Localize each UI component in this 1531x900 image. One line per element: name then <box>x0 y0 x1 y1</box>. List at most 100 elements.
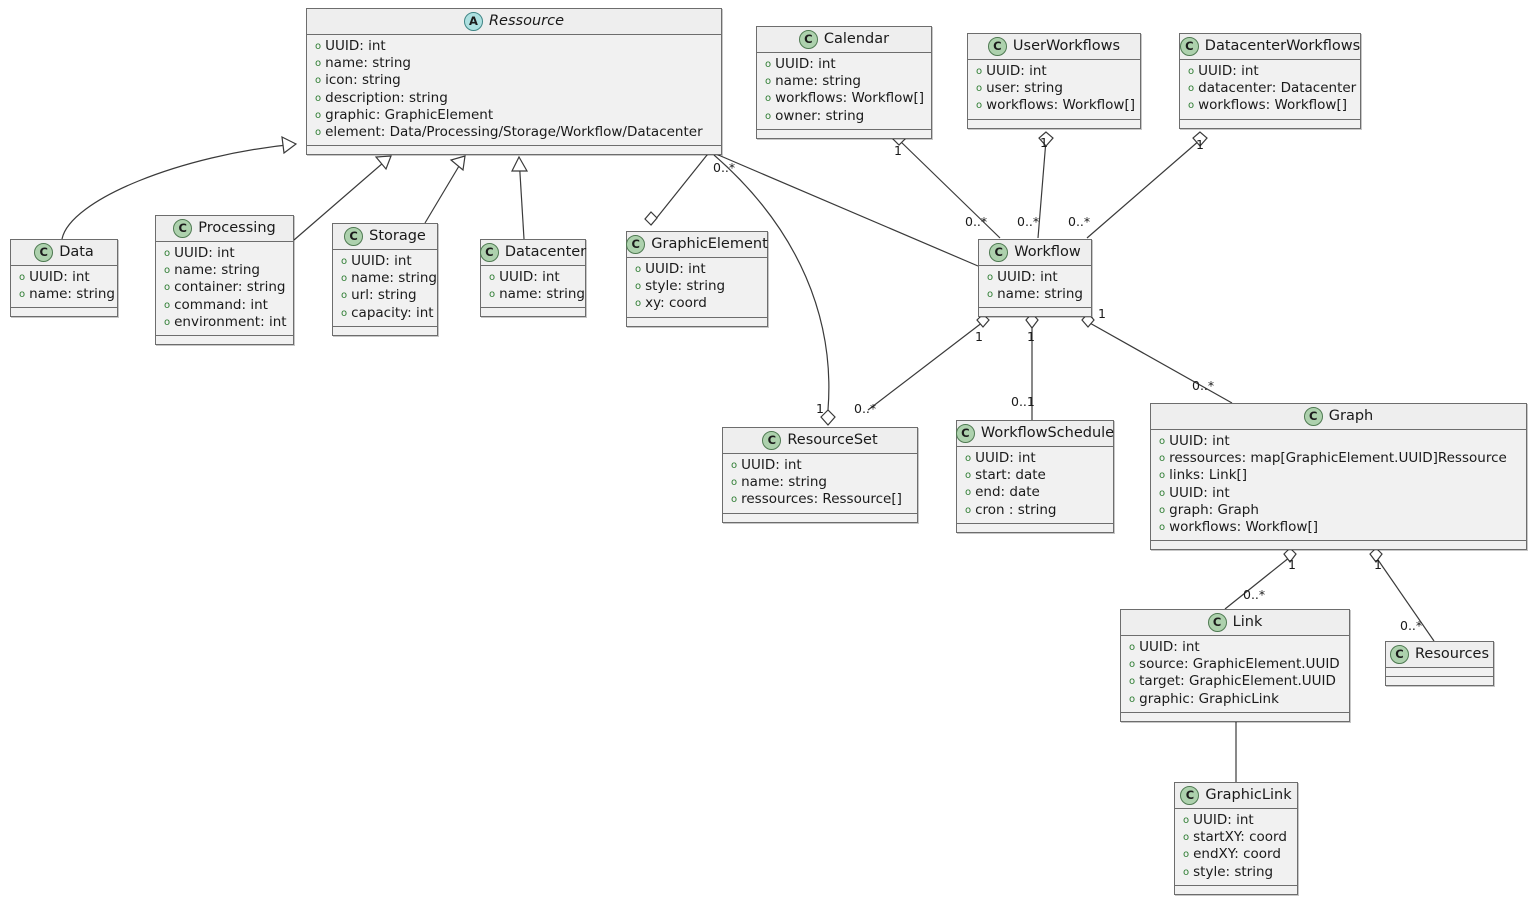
class-icon: C <box>1179 36 1199 56</box>
multiplicity-label-l-graph-link-1: 1 <box>1288 557 1296 572</box>
visibility-public-icon: o <box>341 290 348 302</box>
class-operations-workflow <box>979 308 1091 317</box>
attribute-text: name: string <box>741 474 828 491</box>
class-operations-datacenter <box>481 308 585 317</box>
class-icon: C <box>479 242 499 262</box>
arrow-generalization-datacenter <box>511 155 529 172</box>
attribute-text: end: date <box>975 484 1040 501</box>
class-operations-resourceset <box>723 513 917 522</box>
attribute-text: UUID: int <box>997 269 1058 285</box>
multiplicity-label-l-uw-star: 0..* <box>1017 214 1040 229</box>
multiplicity-label-l-cal-1: 1 <box>894 143 902 158</box>
attribute-text: ressources: map[GraphicElement.UUID]Ress… <box>1169 450 1507 467</box>
attribute-text: UUID: int <box>1169 433 1230 449</box>
attribute-text: ressources: Ressource[] <box>741 491 902 508</box>
class-icon: C <box>989 242 1009 262</box>
visibility-public-icon: o <box>341 307 348 319</box>
attribute-text: UUID: int <box>975 450 1036 466</box>
attribute-text: endXY: coord <box>1193 846 1281 863</box>
multiplicity-label-l-resset-1: 1 <box>816 401 824 416</box>
visibility-public-icon: o <box>635 298 642 310</box>
attribute-text: UUID: int <box>775 56 836 72</box>
visibility-public-icon: o <box>765 110 772 122</box>
visibility-public-icon: o <box>976 100 983 112</box>
visibility-public-icon: o <box>1159 453 1166 465</box>
class-icon: C <box>626 234 646 254</box>
multiplicity-label-l-cal-star: 0..* <box>965 214 988 229</box>
class-icon: C <box>955 423 975 443</box>
visibility-public-icon: o <box>315 58 322 70</box>
class-name-datacenter: Datacenter <box>504 243 587 260</box>
visibility-public-icon: o <box>315 92 322 104</box>
class-attributes-resources <box>1386 668 1493 677</box>
class-icon: C <box>762 430 782 450</box>
multiplicity-label-l-graph-res-1: 1 <box>1374 557 1382 572</box>
attribute-text: source: GraphicElement.UUID <box>1139 656 1340 673</box>
class-operations-graphicelement <box>627 317 767 326</box>
visibility-public-icon: o <box>1159 504 1166 516</box>
arrow-generalization-storage <box>449 155 466 172</box>
visibility-public-icon: o <box>315 109 322 121</box>
visibility-public-icon: o <box>1188 66 1195 77</box>
visibility-public-icon: o <box>635 281 642 293</box>
visibility-public-icon: o <box>965 487 972 499</box>
visibility-public-icon: o <box>489 272 496 283</box>
visibility-public-icon: o <box>1183 832 1190 844</box>
visibility-public-icon: o <box>731 477 738 489</box>
attribute-text: command: int <box>174 296 268 313</box>
attribute-text: workflows: Workflow[] <box>1169 519 1318 536</box>
class-operations-data <box>11 308 117 317</box>
multiplicity-label-l-graph-link-star: 0..* <box>1243 587 1266 602</box>
class-icon: C <box>1180 785 1200 805</box>
visibility-public-icon: o <box>635 264 642 275</box>
attribute-text: UUID: int <box>174 245 235 261</box>
attribute-text: element: Data/Processing/Storage/Workflo… <box>325 124 703 141</box>
visibility-public-icon: o <box>965 453 972 464</box>
multiplicity-label-l-dcw-star: 0..* <box>1068 214 1091 229</box>
attribute-text: target: GraphicElement.UUID <box>1139 673 1336 690</box>
